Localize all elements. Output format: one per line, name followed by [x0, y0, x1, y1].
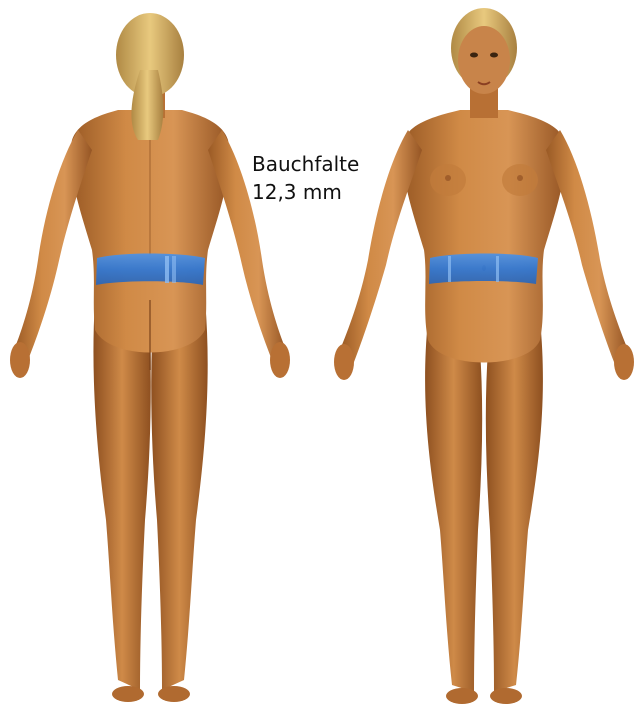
- figure-back-view: [10, 13, 290, 702]
- back-left-hand: [10, 342, 30, 378]
- front-right-hand: [614, 344, 634, 380]
- measurement-label: Bauchfalte 12,3 mm: [252, 150, 359, 206]
- back-left-arm: [14, 130, 92, 360]
- back-left-foot: [112, 686, 144, 702]
- back-right-hand: [270, 342, 290, 378]
- front-left-leg: [425, 320, 482, 692]
- measurement-value: 12,3 mm: [252, 178, 359, 206]
- measurement-site: Bauchfalte: [252, 150, 359, 178]
- back-right-foot: [158, 686, 190, 702]
- back-measurement-band: [96, 254, 205, 286]
- figure-front-view: [334, 8, 634, 704]
- front-left-foot: [446, 688, 478, 704]
- front-left-hand: [334, 344, 354, 380]
- front-right-leg: [486, 320, 543, 692]
- front-right-foot: [490, 688, 522, 704]
- front-measurement-band: [429, 254, 538, 285]
- back-right-leg: [151, 300, 207, 690]
- back-left-leg: [93, 300, 150, 690]
- front-right-arm: [546, 130, 628, 362]
- front-torso: [403, 110, 566, 363]
